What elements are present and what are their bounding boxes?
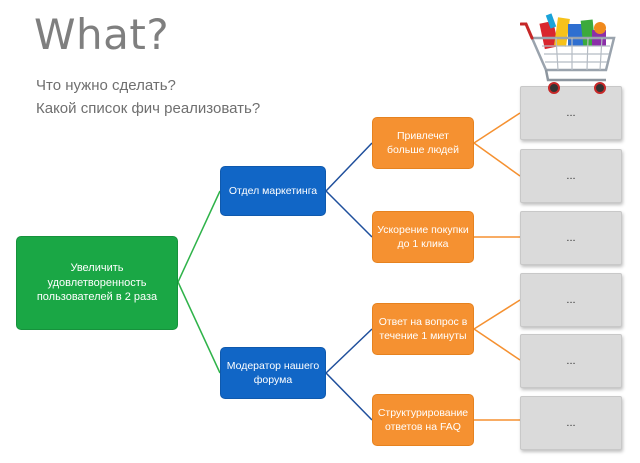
link-actor1-impact-1 — [325, 142, 373, 192]
deliverable-node-4: ... — [520, 273, 622, 327]
actor-node-marketing: Отдел маркетинга — [220, 166, 326, 216]
deliverable-node-3: ... — [520, 211, 622, 265]
actor-node-moderator: Модератор нашего форума — [220, 347, 326, 399]
link-actor2-impact-3 — [325, 328, 373, 374]
link-impact3-deliv-5 — [473, 328, 521, 361]
subtitle-line-1: Что нужно сделать? — [36, 77, 176, 94]
deliverable-node-6: ... — [520, 396, 622, 450]
slide-title: What? — [34, 10, 170, 59]
impact-node-4: Структурирование ответов на FAQ — [372, 394, 474, 446]
deliverable-node-1: ... — [520, 86, 622, 140]
subtitle-line-2: Какой список фич реализовать? — [36, 100, 261, 117]
link-goal-actor-1 — [177, 190, 221, 283]
link-goal-actor-2 — [177, 281, 221, 374]
shopping-cart-icon — [520, 13, 616, 94]
deliverable-node-5: ... — [520, 334, 622, 388]
link-impact1-deliv-2 — [473, 142, 521, 177]
impact-node-3: Ответ на вопрос в течение 1 минуты — [372, 303, 474, 355]
link-actor2-impact-4 — [325, 372, 373, 421]
link-impact3-deliv-4 — [473, 299, 521, 330]
goal-node: Увеличить удовлетворенность пользователе… — [16, 236, 178, 330]
deliverable-node-2: ... — [520, 149, 622, 203]
impact-node-2: Ускорение покупки до 1 клика — [372, 211, 474, 263]
link-impact1-deliv-1 — [473, 112, 521, 144]
impact-node-1: Привлечет больше людей — [372, 117, 474, 169]
link-actor1-impact-2 — [325, 190, 373, 238]
